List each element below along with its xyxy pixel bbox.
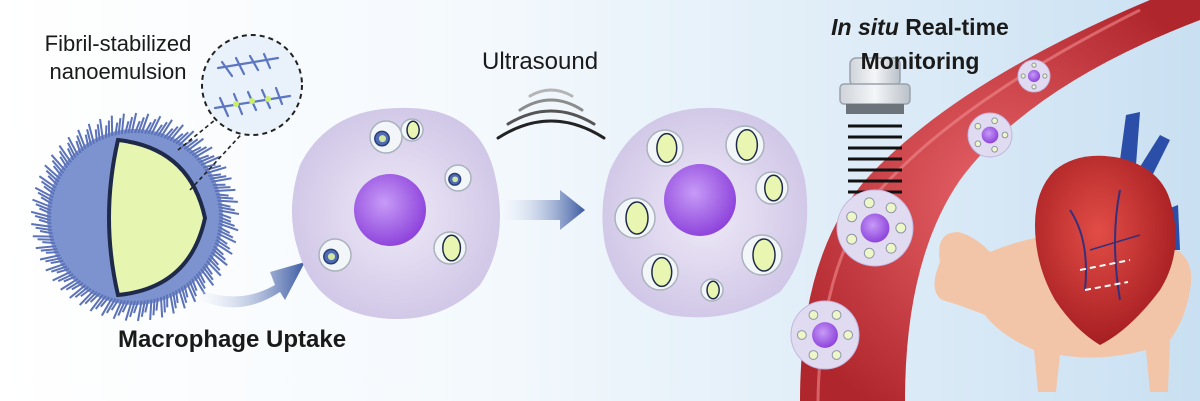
heart-illustration — [1035, 112, 1180, 345]
vesicle — [725, 125, 765, 165]
vesicle — [741, 234, 783, 276]
fibril-coating — [30, 112, 240, 322]
fibril-zoom-inset — [177, 34, 303, 191]
circulating-macrophage — [967, 112, 1013, 158]
nucleus — [354, 174, 426, 246]
ultrasound-label: Ultrasound — [482, 48, 599, 75]
nanoemulsion-label: Fibril-stabilized nanoemulsion — [18, 30, 218, 86]
vesicle — [444, 164, 472, 192]
vesicle — [646, 129, 684, 167]
activated-macrophage-cell — [602, 107, 808, 318]
droplet-core — [107, 137, 208, 298]
nanoemulsion-label-line2: nanoemulsion — [49, 59, 187, 84]
vesicle — [641, 253, 679, 291]
vesicle — [700, 278, 724, 302]
macrophage-uptake-cell — [291, 107, 500, 320]
vesicle — [614, 197, 656, 239]
circulating-macrophage — [1017, 59, 1051, 93]
macrophage-uptake-label: Macrophage Uptake — [118, 326, 347, 353]
monitoring-label: In situ Real-time Monitoring — [805, 10, 1035, 78]
monitoring-label-rest: Real-time — [898, 14, 1009, 40]
circulating-macrophage — [790, 300, 860, 370]
nanoemulsion-label-line1: Fibril-stabilized — [44, 31, 192, 56]
ultrasound-probe-icon — [839, 57, 911, 194]
uptake-arrow — [200, 262, 305, 308]
vesicle — [400, 118, 424, 142]
vesicle — [755, 171, 789, 205]
circulating-macrophage — [836, 189, 914, 267]
vesicle — [433, 231, 467, 265]
ultrasound-arrow — [505, 190, 585, 230]
monitoring-label-italic: In situ — [831, 14, 899, 40]
nanoemulsion-droplet — [30, 112, 240, 322]
vesicle — [369, 120, 403, 154]
monitoring-label-line2: Monitoring — [860, 48, 980, 74]
vesicle — [318, 238, 352, 272]
ultrasound-waves-icon — [496, 88, 606, 140]
nucleus — [664, 164, 736, 236]
